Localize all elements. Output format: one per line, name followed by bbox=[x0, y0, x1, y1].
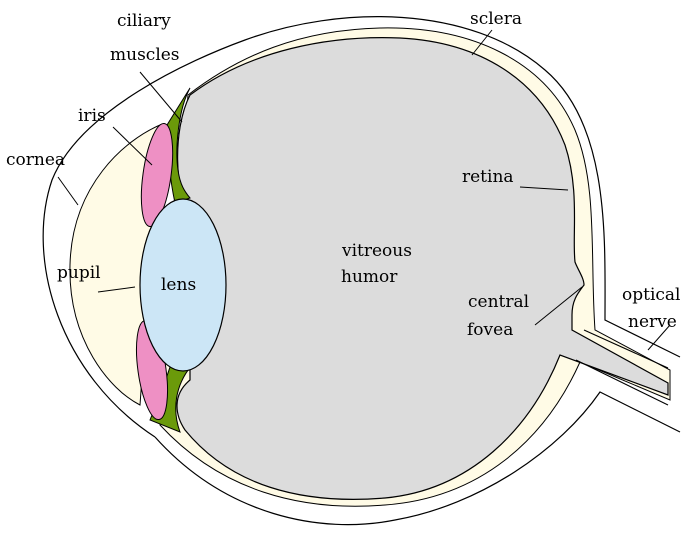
vitreous-humor-region bbox=[177, 38, 668, 500]
label-pupil: pupil bbox=[57, 263, 101, 283]
label-ciliary-muscles-line1: ciliary bbox=[117, 11, 171, 31]
label-optical-nerve-line2: nerve bbox=[628, 312, 677, 332]
label-sclera: sclera bbox=[470, 9, 522, 29]
label-iris: iris bbox=[78, 106, 106, 126]
leader-cornea bbox=[58, 177, 78, 205]
label-lens: lens bbox=[161, 275, 196, 295]
label-ciliary-muscles-line2: muscles bbox=[110, 45, 180, 65]
label-central-fovea-line1: central bbox=[468, 292, 529, 312]
label-cornea: cornea bbox=[6, 150, 65, 170]
label-vitreous-humor-line1: vitreous bbox=[341, 241, 412, 261]
label-central-fovea-line2: fovea bbox=[467, 320, 513, 340]
label-optical-nerve-line1: optical bbox=[622, 285, 680, 305]
label-vitreous-humor-line2: humor bbox=[341, 267, 398, 287]
label-retina: retina bbox=[462, 167, 514, 187]
leader-ciliary bbox=[140, 72, 182, 122]
